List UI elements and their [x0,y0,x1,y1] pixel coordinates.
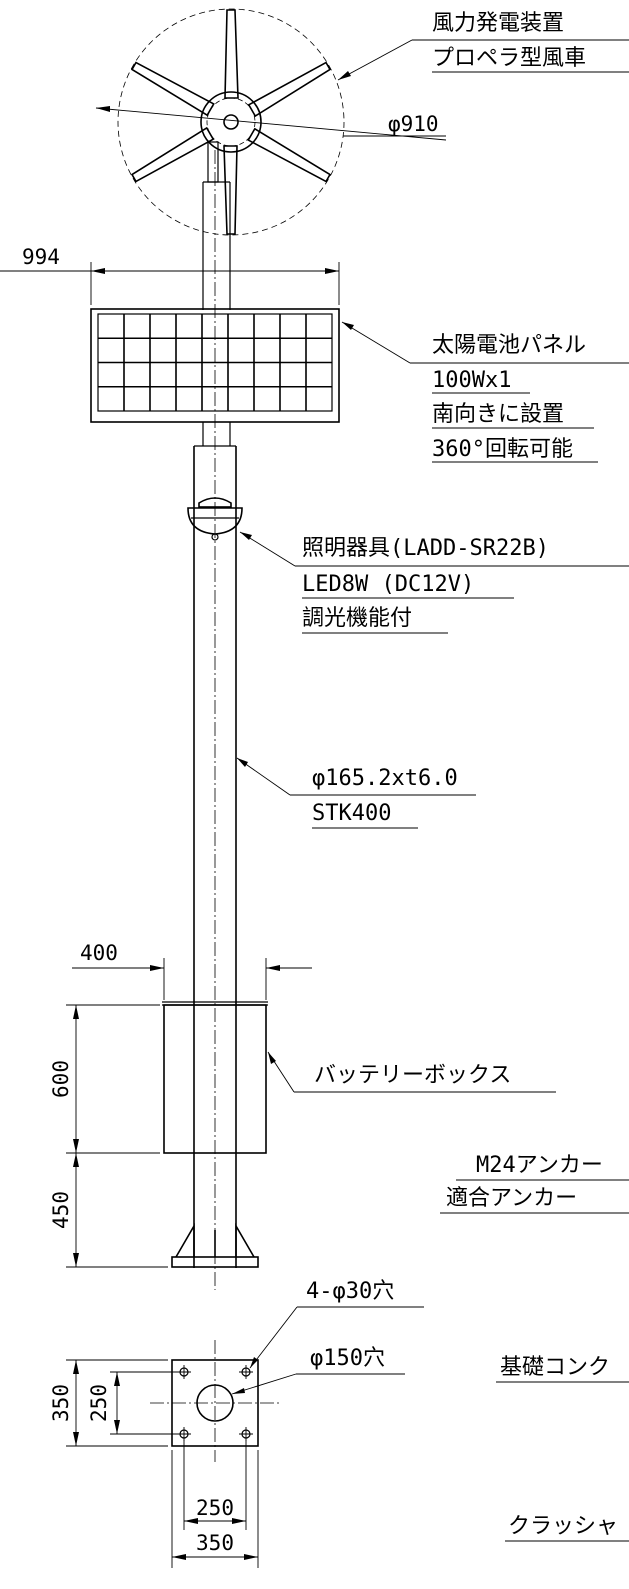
anchor-holes [177,1365,253,1441]
wind-turbine-label-2: プロペラ型風車 [432,46,586,71]
plate-outer-v-label: 350 [49,1384,73,1422]
rotor-sweep-circle [117,8,345,236]
solar-panel-label-1: 太陽電池パネル [432,333,586,358]
battery-box-label: バッテリーボックス [314,1063,511,1088]
pole-callout: φ165.2xt6.0 STK400 [236,757,476,829]
light-fixture-callout: 照明器具(LADD-SR22B) LED8W (DC12V) 調光機能付 [239,531,629,634]
wind-turbine-label-1: 風力発電装置 [432,11,564,36]
box-width-dimension: 400 [72,941,312,1000]
crusher-run-label: クラッシャ [508,1514,618,1539]
plate-vertical-dimensions: 350 250 [49,1359,178,1447]
base-plate-plan [150,1340,280,1462]
plate-holes-label: 4-φ30穴 [306,1279,394,1304]
box-height-label: 600 [49,1060,73,1098]
plate-outer-h-label: 350 [196,1531,234,1555]
solar-width-label: 994 [22,245,60,269]
battery-box-callout: バッテリーボックス [267,1051,556,1093]
turbine-blades [130,9,332,235]
wind-turbine [95,8,447,236]
rotor-diameter-callout: φ910 [343,112,446,137]
battery-box [162,1001,268,1154]
plate-holes-callout: 4-φ30穴 [249,1279,424,1369]
lighting-label-3: 調光機能付 [302,606,412,631]
lighting-label-2: LED8W (DC12V) [302,572,474,597]
base-height-label: 450 [49,1191,73,1229]
turbine-hub [200,91,262,153]
center-hole-callout: φ150穴 [231,1346,405,1395]
plate-inner-h-label: 250 [196,1496,234,1520]
solar-panel [90,308,340,423]
solar-cell-grid [97,313,333,412]
hub-center [223,114,239,130]
wind-turbine-callout: 風力発電装置 プロペラ型風車 [337,11,629,81]
rotor-diameter-label: φ910 [388,112,439,136]
foundation-concrete-label: 基礎コンク [500,1355,610,1380]
lighting-label-1: 照明器具(LADD-SR22B) [302,536,549,561]
pole [193,150,237,1290]
anchor-label-1: M24アンカー [476,1153,603,1178]
solar-panel-callout: 太陽電池パネル 100Wx1 南向きに設置 360°回転可能 [341,321,629,463]
pole-spec-label-2: STK400 [312,801,391,826]
solar-panel-label-4: 360°回転可能 [432,437,573,462]
plate-inner-v-label: 250 [87,1384,111,1422]
solar-width-dimension: 994 [0,245,340,305]
plate-horizontal-dimensions: 250 350 [171,1440,259,1568]
anchor-callout: M24アンカー 適合アンカー [440,1153,629,1214]
height-dimensions: 600 450 [49,1004,168,1268]
solar-panel-label-2: 100Wx1 [432,368,511,393]
pole-spec-label-1: φ165.2xt6.0 [312,766,458,791]
light-fixture [187,497,243,541]
box-width-label: 400 [80,941,118,965]
solar-panel-label-3: 南向きに設置 [432,402,564,427]
center-hole-label: φ150穴 [310,1346,385,1371]
rotor-diameter-line [95,107,447,141]
anchor-label-2: 適合アンカー [446,1186,577,1211]
solar-panel-frame [90,308,340,423]
base-plate-elevation [171,1223,259,1268]
foundation-callouts: 基礎コンク クラッシャ [496,1355,629,1542]
